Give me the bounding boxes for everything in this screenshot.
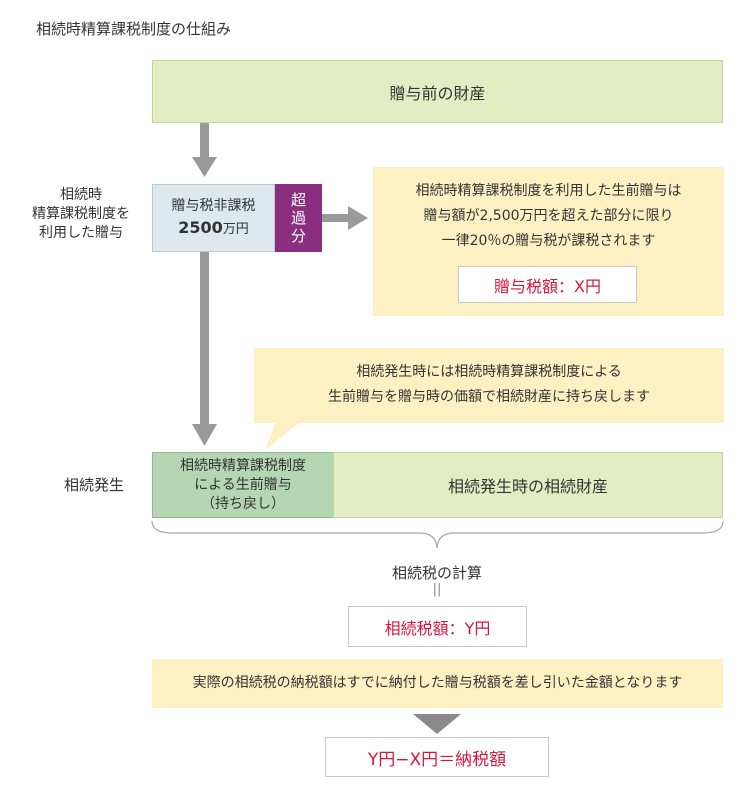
diagram-title: 相続時精算課税制度の仕組み <box>36 20 232 38</box>
pre-inheritance-gift-box: 相続時精算課税制度 による生前贈与 （持ち戻し） <box>152 452 334 518</box>
gift-exempt-label: 贈与税非課税 <box>171 198 256 214</box>
before-gift-assets-box: 贈与前の財産 <box>152 60 723 123</box>
gift-tax-amount-box: 贈与税額：X円 <box>458 266 637 303</box>
gift-tax-note-line3: 一律20％の贈与税が課税されます <box>441 233 656 249</box>
gift-label-line1: 相続時 <box>60 187 102 203</box>
excess-portion-box: 超 過 分 <box>275 184 322 252</box>
actual-payment-note: 実際の相続税の納税額はすでに納付した贈与税額を差し引いた金額となります <box>152 659 723 708</box>
excess-char-2: 過 <box>290 209 306 227</box>
pre-gift-line1: 相続時精算課税制度 <box>180 457 306 474</box>
pre-gift-line3: （持ち戻し） <box>201 495 285 512</box>
inheritance-note-line1: 相続発生時には相続時精算課税制度による <box>356 364 622 380</box>
inheritance-occurrence-label: 相続発生 <box>64 476 125 494</box>
pre-gift-line2: による生前贈与 <box>194 476 292 493</box>
inheritance-tax-amount-box: 相続税額：Y円 <box>348 606 527 647</box>
gift-using-system-label: 相続時 精算課税制度を 利用した贈与 <box>22 186 140 243</box>
excess-char-3: 分 <box>290 227 306 245</box>
gift-exempt-amount-line: 2500万円 <box>178 217 249 241</box>
inheritance-note-bubble: 相続発生時には相続時精算課税制度による 生前贈与を贈与時の価額で相続財産に持ち戻… <box>254 348 724 423</box>
gift-tax-note-line1: 相続時精算課税制度を利用した生前贈与は <box>415 183 682 199</box>
down-triangle-icon <box>413 714 461 734</box>
equals-sign: || <box>432 582 442 597</box>
gift-exempt-unit: 万円 <box>222 222 249 237</box>
tax-payment-formula-box: Y円−X円＝納税額 <box>325 737 549 777</box>
down-arrow-icon <box>192 123 217 177</box>
curly-brace-icon <box>151 520 724 549</box>
right-arrow-icon <box>322 206 368 230</box>
inheritance-tax-calc-label: 相続税の計算 <box>391 564 482 582</box>
inheritance-assets-box: 相続発生時の相続財産 <box>333 452 723 518</box>
gift-label-line2: 精算課税制度を <box>32 206 130 222</box>
inheritance-note-line2: 生前贈与を贈与時の価額で相続財産に持ち戻します <box>328 389 650 405</box>
excess-char-1: 超 <box>290 191 306 209</box>
gift-tax-exempt-box: 贈与税非課税 2500万円 <box>152 184 275 252</box>
gift-tax-note: 相続時精算課税制度を利用した生前贈与は 贈与額が2,500万円を超えた部分に限り… <box>373 167 724 316</box>
gift-label-line3: 利用した贈与 <box>39 225 123 241</box>
gift-exempt-amount: 2500 <box>178 218 223 237</box>
gift-tax-note-line2: 贈与額が2,500万円を超えた部分に限り <box>423 208 674 224</box>
bubble-tail-icon <box>265 422 300 450</box>
long-down-arrow-icon <box>192 252 217 446</box>
